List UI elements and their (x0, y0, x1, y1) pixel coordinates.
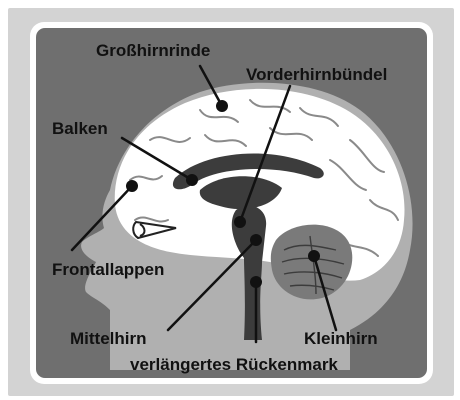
marker-cerebellum (308, 250, 320, 262)
marker-cortex (216, 100, 228, 112)
label-cerebellum: Kleinhirn (304, 330, 378, 347)
marker-frontal-lobe (126, 180, 138, 192)
label-forebrain-bundle: Vorderhirnbündel (246, 66, 387, 83)
label-midbrain: Mittelhirn (70, 330, 147, 347)
label-frontal-lobe: Frontallappen (52, 261, 164, 278)
label-cortex: Großhirnrinde (96, 42, 210, 59)
label-medulla: verlängertes Rückenmark (130, 356, 338, 373)
marker-medulla (250, 276, 262, 288)
marker-corpus-callosum (186, 174, 198, 186)
marker-forebrain-bundle (234, 216, 246, 228)
label-corpus-callosum: Balken (52, 120, 108, 137)
marker-midbrain (250, 234, 262, 246)
